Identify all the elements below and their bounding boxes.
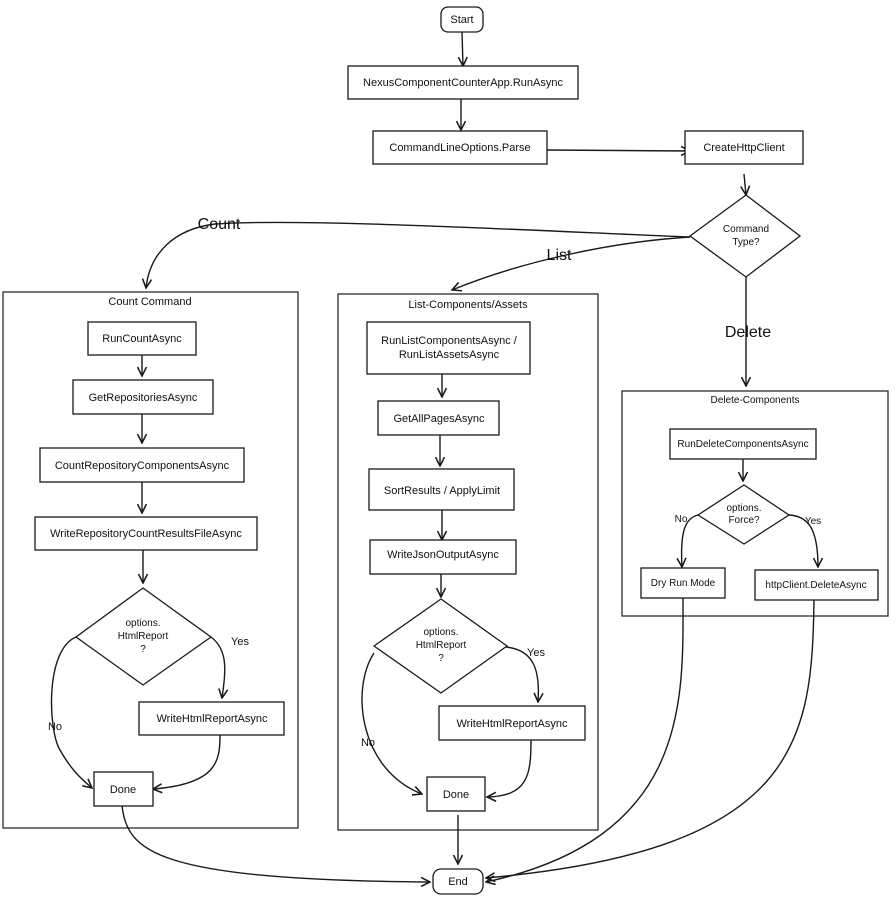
edge-label-delete: Delete xyxy=(725,324,771,341)
start-node: Start xyxy=(440,6,484,33)
edge-label-list: List xyxy=(547,247,572,264)
list-decision-line-1: options. xyxy=(423,627,458,638)
count-decision-line-2: HtmlReport xyxy=(118,631,169,642)
edge-parse-createclient xyxy=(546,150,690,151)
list-done-label: Done xyxy=(443,789,469,801)
list-section-title: List-Components/Assets xyxy=(408,299,528,311)
delete-run-node: RunDeleteComponentsAsync xyxy=(669,428,817,460)
runasync-label: NexusComponentCounterApp.RunAsync xyxy=(363,77,563,89)
edge-list-html-done xyxy=(487,739,532,797)
edge-list xyxy=(452,236,691,290)
edge-delete-yes xyxy=(788,514,818,567)
edge-list-no xyxy=(361,652,422,794)
list-run-line-1: RunListComponentsAsync / xyxy=(381,335,518,347)
list-run-line-2: RunListAssetsAsync xyxy=(399,349,500,361)
commandtype-line-2: Type? xyxy=(732,237,760,248)
delete-call-node: httpClient.DeleteAsync xyxy=(754,569,879,601)
list-decision-line-3: ? xyxy=(438,653,444,664)
list-decision-line-2: HtmlReport xyxy=(416,640,467,651)
parse-node: CommandLineOptions.Parse xyxy=(372,130,548,165)
count-decision-line-3: ? xyxy=(140,644,146,655)
delete-no-label: No xyxy=(675,514,688,525)
delete-dryrun-label: Dry Run Mode xyxy=(651,578,716,589)
list-no-label: No xyxy=(361,737,375,749)
count-writehtml-label: WriteHtmlReportAsync xyxy=(156,713,268,725)
count-yes-label: Yes xyxy=(231,636,249,648)
count-done-label: Done xyxy=(110,784,136,796)
edge-delete-no xyxy=(682,514,699,567)
start-label: Start xyxy=(450,14,473,26)
delete-decision-line-1: options. xyxy=(726,503,761,514)
count-run-node: RunCountAsync xyxy=(87,321,197,356)
end-node: End xyxy=(432,868,484,895)
count-writeresults-node: WriteRepositoryCountResultsFileAsync xyxy=(34,516,258,551)
count-htmlreport-decision: options. HtmlReport ? xyxy=(74,587,213,686)
count-components-node: CountRepositoryComponentsAsync xyxy=(39,447,245,483)
edge-dryrun-end xyxy=(486,597,684,882)
list-htmlreport-decision: options. HtmlReport ? xyxy=(372,598,509,694)
edge-count xyxy=(146,221,691,288)
delete-run-label: RunDeleteComponentsAsync xyxy=(677,439,808,450)
edge-count-html-done xyxy=(153,734,221,789)
list-writejson-label: WriteJsonOutputAsync xyxy=(387,549,499,561)
edge-start-runasync xyxy=(462,31,463,66)
edge-list-yes xyxy=(505,646,538,702)
count-getrepos-label: GetRepositoriesAsync xyxy=(89,392,198,404)
count-writehtml-node: WriteHtmlReportAsync xyxy=(138,701,285,736)
edge-label-count: Count xyxy=(198,216,241,233)
edge-count-yes xyxy=(210,636,225,698)
count-no-label: No xyxy=(48,721,62,733)
edge-count-no xyxy=(50,636,92,788)
count-done-node: Done xyxy=(93,771,154,807)
delete-yes-label: Yes xyxy=(805,516,821,527)
edge-delete-end xyxy=(486,599,815,878)
count-writeresults-label: WriteRepositoryCountResultsFileAsync xyxy=(50,528,242,540)
delete-decision-line-2: Force? xyxy=(728,515,760,526)
count-components-label: CountRepositoryComponentsAsync xyxy=(55,460,230,472)
list-sort-label: SortResults / ApplyLimit xyxy=(384,485,500,497)
count-decision-line-1: options. xyxy=(125,618,160,629)
delete-section-frame: Delete-Components xyxy=(621,390,889,617)
list-section-frame: List-Components/Assets xyxy=(337,293,599,831)
count-getrepos-node: GetRepositoriesAsync xyxy=(72,379,214,415)
delete-force-decision: options. Force? xyxy=(696,484,791,545)
count-section-frame: Count Command xyxy=(2,291,299,829)
list-writehtml-label: WriteHtmlReportAsync xyxy=(456,718,568,730)
commandtype-line-1: Command xyxy=(723,224,769,235)
end-label: End xyxy=(448,876,468,888)
createclient-label: CreateHttpClient xyxy=(703,142,784,154)
runasync-node: NexusComponentCounterApp.RunAsync xyxy=(347,65,579,100)
delete-call-label: httpClient.DeleteAsync xyxy=(765,580,866,591)
list-writehtml-node: WriteHtmlReportAsync xyxy=(438,705,586,741)
commandtype-decision: Command Type? xyxy=(688,194,802,278)
list-writejson-node: WriteJsonOutputAsync xyxy=(369,539,517,575)
createclient-node: CreateHttpClient xyxy=(684,130,804,165)
list-sort-node: SortResults / ApplyLimit xyxy=(368,468,515,511)
edges xyxy=(50,31,818,882)
count-section-title: Count Command xyxy=(108,296,191,308)
delete-dryrun-node: Dry Run Mode xyxy=(640,567,726,599)
edge-createclient-commandtype xyxy=(744,173,746,195)
list-run-node: RunListComponentsAsync / RunListAssetsAs… xyxy=(366,321,531,375)
list-done-node: Done xyxy=(426,776,486,812)
list-yes-label: Yes xyxy=(527,647,545,659)
count-run-label: RunCountAsync xyxy=(102,333,182,345)
delete-section-title: Delete-Components xyxy=(711,395,800,406)
list-getpages-node: GetAllPagesAsync xyxy=(377,400,500,436)
edge-count-done-end xyxy=(121,805,430,882)
parse-label: CommandLineOptions.Parse xyxy=(389,142,530,154)
list-getpages-label: GetAllPagesAsync xyxy=(393,413,485,425)
